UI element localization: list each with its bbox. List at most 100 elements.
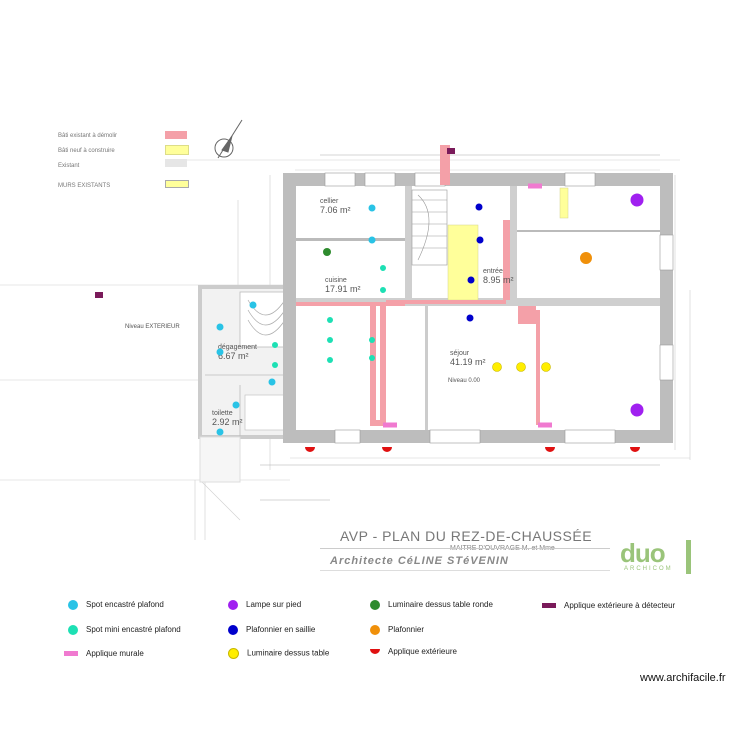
spot-mini-icon	[380, 287, 386, 293]
brand-sub: ARCHICOM	[624, 566, 673, 572]
room-area: 2.92 m²	[212, 417, 243, 427]
legend-swatch-icon	[68, 600, 78, 610]
title-rule-2	[320, 570, 610, 571]
applique-exterieure-icon	[382, 447, 392, 452]
legend-label: Luminaire dessus table ronde	[388, 600, 493, 610]
spot-mini-icon	[272, 362, 278, 368]
spot-encastre-icon	[216, 348, 224, 356]
room-name: séjour	[450, 350, 470, 357]
spot-encastre-icon	[368, 204, 376, 212]
spot-encastre-icon	[368, 236, 376, 244]
architect-name: Architecte CéLINE STéVENIN	[330, 555, 509, 567]
spot-mini-icon	[369, 355, 375, 361]
legend-swatch-icon	[370, 649, 380, 655]
legend-item: Luminaire dessus table ronde	[370, 600, 493, 610]
room-area: 6.67 m²	[218, 351, 249, 361]
plafonnier-icon	[580, 252, 592, 264]
legend-swatch-icon	[228, 648, 239, 659]
legend-swatch-icon	[68, 625, 78, 635]
applique-exterieure-icon	[305, 447, 315, 452]
room-area: 8.95 m²	[483, 275, 514, 285]
spot-encastre-icon	[249, 301, 257, 309]
luminaire-table-ronde-icon	[323, 248, 331, 256]
applique-ext-detecteur-icon	[447, 148, 455, 154]
legend-top-swatch-0	[165, 131, 187, 139]
legend-swatch-icon	[542, 603, 556, 609]
legend-top-swatch-3	[165, 180, 189, 188]
legend-item: Luminaire dessus table	[228, 648, 329, 659]
spot-encastre-icon	[216, 323, 224, 331]
room-name: toilette	[212, 410, 233, 417]
legend-swatch-icon	[64, 651, 78, 657]
legend-label: Plafonnier	[388, 625, 425, 635]
applique-exterieure-icon	[545, 447, 555, 452]
legend-label: Applique extérieure	[388, 647, 457, 656]
legend-label: Applique murale	[86, 649, 144, 658]
legend-top-label-0: Bâti existant à démolir	[58, 133, 118, 139]
brand-logo: duo	[620, 538, 666, 568]
legend-item: Applique extérieure	[370, 647, 457, 656]
legend-swatch-icon	[228, 625, 238, 635]
spot-mini-icon	[380, 265, 386, 271]
legend-swatch-icon	[228, 600, 238, 610]
spot-encastre-icon	[232, 401, 240, 409]
room-name: entrée	[483, 268, 503, 275]
spot-mini-icon	[327, 337, 333, 343]
legend-top-label-3: MURS EXISTANTS	[58, 183, 111, 189]
compass-icon	[214, 119, 243, 159]
plafonnier-saillie-icon	[476, 236, 484, 244]
room-name: dégagement	[218, 344, 257, 351]
legend-swatch-icon	[370, 600, 380, 610]
legend-label: Spot encastré plafond	[86, 600, 164, 610]
legend-label: Spot mini encastré plafond	[86, 625, 181, 635]
brand-bar	[686, 540, 691, 574]
applique-exterieure-icon	[630, 447, 640, 452]
niveau-interieur-label: Niveau 0.00	[448, 378, 481, 384]
legend-swatch-icon	[370, 625, 380, 635]
room-name: cuisine	[325, 277, 347, 284]
legend-item: Spot encastré plafond	[68, 600, 164, 610]
lampe-sur-pied-icon	[630, 193, 644, 207]
spot-mini-icon	[369, 337, 375, 343]
applique-murale-icon	[383, 422, 397, 428]
legend-item: Applique murale	[64, 649, 144, 658]
legend-top-swatch-2	[165, 159, 187, 167]
legend-item: Lampe sur pied	[228, 600, 301, 610]
legend-label: Applique extérieure à détecteur	[564, 601, 676, 610]
niveau-exterieur-label: Niveau EXTERIEUR	[125, 324, 180, 330]
plafonnier-saillie-icon	[475, 203, 483, 211]
title-rule	[320, 548, 610, 549]
spot-mini-icon	[327, 357, 333, 363]
lampe-sur-pied-icon	[630, 403, 644, 417]
room-area: 7.06 m²	[320, 205, 351, 215]
room-area: 41.19 m²	[450, 357, 486, 367]
luminaire-table-icon	[492, 362, 502, 372]
legend-item: Plafonnier	[370, 625, 424, 635]
spot-mini-icon	[272, 342, 278, 348]
watermark: www.archifacile.fr	[640, 672, 726, 684]
spot-encastre-icon	[216, 428, 224, 436]
room-name: cellier	[320, 198, 339, 205]
plafonnier-saillie-icon	[467, 276, 475, 284]
legend-top-label-2: Existant	[58, 163, 80, 169]
legend-top-swatch-1	[165, 145, 189, 155]
legend-top-label-1: Bâti neuf à construire	[58, 148, 115, 154]
legend-item: Applique extérieure à détecteur	[542, 601, 675, 610]
spot-encastre-icon	[268, 378, 276, 386]
luminaire-table-icon	[541, 362, 551, 372]
plafonnier-saillie-icon	[466, 314, 474, 322]
stair-annex	[198, 285, 297, 439]
legend-label: Lampe sur pied	[246, 600, 302, 610]
legend-label: Luminaire dessus table	[247, 648, 330, 658]
plan-title: AVP - PLAN DU REZ-DE-CHAUSSÉE	[340, 528, 593, 544]
staircase	[411, 189, 448, 266]
legend-item: Plafonnier en saillie	[228, 625, 315, 635]
legend-label: Plafonnier en saillie	[246, 625, 316, 635]
spot-mini-icon	[327, 317, 333, 323]
applique-ext-detecteur-icon	[95, 292, 103, 298]
luminaire-table-icon	[516, 362, 526, 372]
applique-murale-icon	[538, 422, 552, 428]
legend-item: Spot mini encastré plafond	[68, 625, 181, 635]
room-area: 17.91 m²	[325, 284, 361, 294]
